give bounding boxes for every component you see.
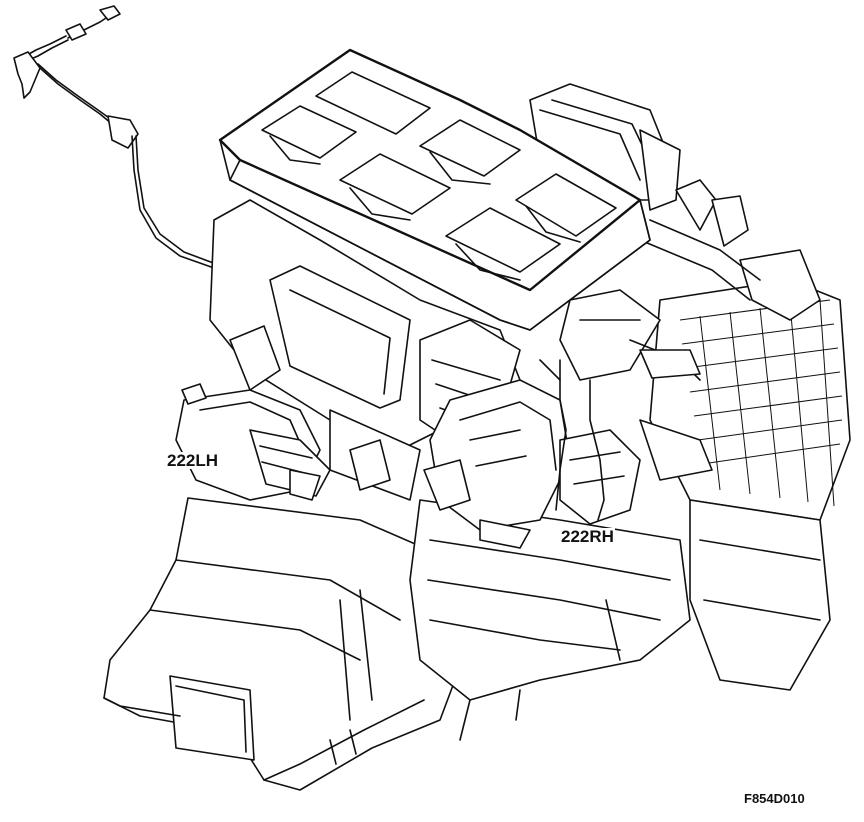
air-intake-frame	[218, 48, 651, 331]
motor-label-right: 222RH	[560, 527, 615, 546]
actuator-motor-right	[423, 289, 701, 549]
central-body	[409, 499, 691, 741]
actuator-motor-left	[175, 383, 391, 501]
evaporator-core	[639, 279, 851, 691]
motor-label-left: 222LH	[166, 451, 220, 470]
lower-housing	[103, 497, 471, 791]
figure-reference: F854D010	[744, 791, 805, 806]
